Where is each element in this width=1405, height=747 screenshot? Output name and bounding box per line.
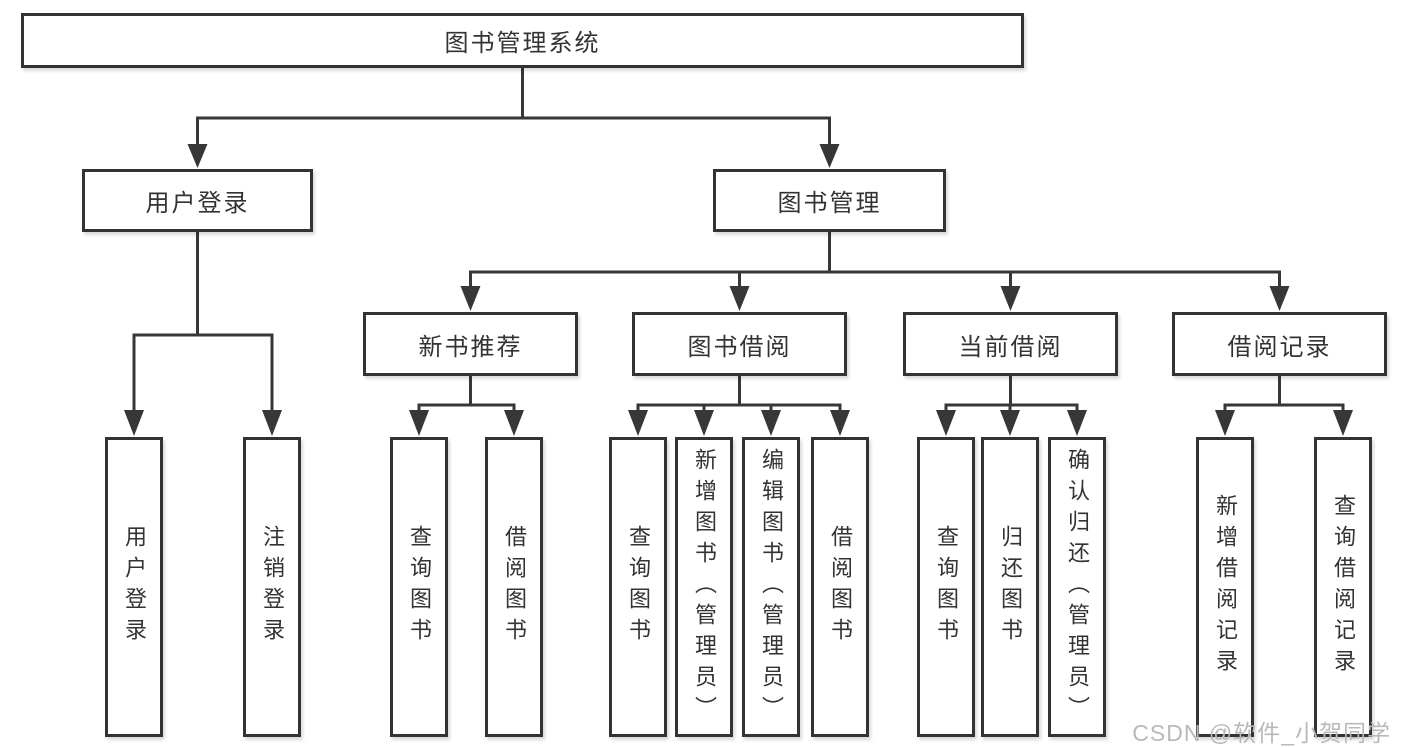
- arrowhead-icon: [936, 410, 956, 436]
- leaf-borrow-edit-book-admin: 编辑图书（管理员）: [742, 437, 800, 737]
- arrowhead-icon: [1000, 286, 1021, 311]
- node-new-book-recommend: 新书推荐: [363, 312, 578, 376]
- arrowhead-icon: [761, 410, 781, 436]
- leaf-records-add-record: 新增借阅记录: [1196, 437, 1254, 737]
- arrowhead-icon: [460, 286, 481, 311]
- leaf-recommend-query-book: 查询图书: [390, 437, 448, 737]
- leaf-user-login: 用户登录: [105, 437, 163, 737]
- arrowhead-icon: [1000, 410, 1020, 436]
- leaf-borrow-borrow-book: 借阅图书: [811, 437, 869, 737]
- arrowhead-icon: [409, 410, 429, 436]
- leaf-current-return-book: 归还图书: [981, 437, 1039, 737]
- connector-recommend-to-leaves: [409, 374, 524, 436]
- arrowhead-icon: [1067, 410, 1087, 436]
- arrowhead-icon: [694, 410, 714, 436]
- arrowhead-icon: [830, 410, 850, 436]
- node-root: 图书管理系统: [21, 13, 1024, 68]
- arrowhead-icon: [1333, 410, 1353, 436]
- leaf-logout: 注销登录: [243, 437, 301, 737]
- watermark: CSDN @软件_小贺同学: [1132, 720, 1391, 746]
- node-borrow-records: 借阅记录: [1172, 312, 1387, 376]
- arrowhead-icon: [819, 144, 840, 168]
- arrowhead-icon: [729, 286, 750, 311]
- arrowhead-icon: [628, 410, 648, 436]
- leaf-recommend-borrow-book: 借阅图书: [485, 437, 543, 737]
- arrowhead-icon: [504, 410, 524, 436]
- arrowhead-icon: [1269, 286, 1290, 311]
- arrowhead-icon: [124, 410, 144, 436]
- leaf-current-query-book: 查询图书: [917, 437, 975, 737]
- connector-records-to-leaves: [1215, 374, 1353, 436]
- connector-login-to-leaves: [124, 230, 282, 436]
- arrowhead-icon: [262, 410, 282, 436]
- connector-mgmt-to-level3: [460, 230, 1290, 311]
- leaf-current-confirm-return-admin: 确认归还（管理员）: [1048, 437, 1106, 737]
- leaf-borrow-query-book: 查询图书: [609, 437, 667, 737]
- node-user-login: 用户登录: [82, 169, 313, 232]
- connector-borrow-to-leaves: [628, 374, 850, 436]
- arrowhead-icon: [187, 144, 208, 168]
- leaf-borrow-add-book-admin: 新增图书（管理员）: [675, 437, 733, 737]
- node-book-management: 图书管理: [713, 169, 946, 232]
- connector-current-to-leaves: [936, 374, 1087, 436]
- leaf-records-query-record: 查询借阅记录: [1314, 437, 1372, 737]
- node-current-borrow: 当前借阅: [903, 312, 1118, 376]
- arrowhead-icon: [1215, 410, 1235, 436]
- connector-root-to-level2: [187, 66, 840, 168]
- node-book-borrow: 图书借阅: [632, 312, 847, 376]
